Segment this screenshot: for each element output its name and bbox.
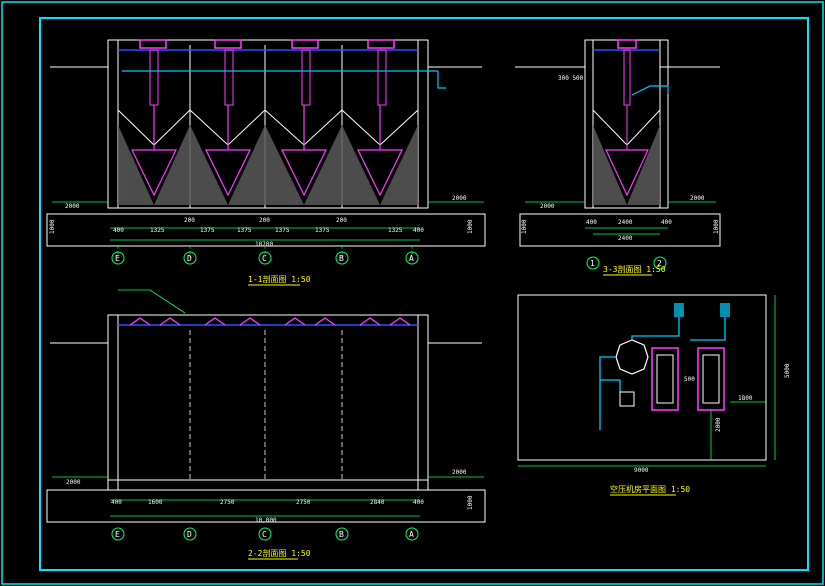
gravel-3b — [627, 125, 660, 205]
air-tank — [615, 339, 649, 375]
plan-compressor-room: 9000 5000 1800 2000 500 空压机房平面图 1:50 — [517, 294, 791, 496]
dim-1-height-left: 1000 — [49, 219, 56, 234]
base-slab-1 — [46, 213, 486, 247]
axis-1-0: E — [115, 254, 120, 263]
section-1-1: 400 1325 1375 1375 1375 1375 1325 400 20… — [46, 39, 486, 286]
dim-1-3: 1375 — [237, 227, 252, 234]
dim-1-2: 1375 — [200, 227, 215, 234]
plan-outline — [517, 294, 767, 461]
cones-1 — [131, 105, 403, 197]
dim-2-3: 2750 — [296, 499, 311, 506]
axis-2-4: A — [409, 530, 414, 539]
header-valves-2 — [129, 317, 411, 326]
dim-3-total: 2400 — [618, 235, 633, 242]
plan-dim-a: 1800 — [738, 395, 753, 402]
dim-3-2: 400 — [661, 219, 672, 226]
tank-wall-right-1 — [417, 39, 429, 209]
plan-height: 5000 — [784, 363, 791, 378]
dim-3-height-right: 1000 — [713, 219, 720, 234]
dim-1-side-right: 2000 — [452, 195, 467, 202]
compressor-1 — [651, 347, 679, 411]
plan-dim-c: 500 — [684, 376, 695, 383]
dim-3-0: 400 — [586, 219, 597, 226]
dim-2-side-left: 2000 — [66, 479, 81, 486]
axis-1-2: C — [262, 254, 267, 263]
compressor-2 — [697, 347, 725, 411]
inner-border — [39, 17, 809, 571]
dim-3-1: 2400 — [618, 219, 633, 226]
dim-1-0: 400 — [113, 227, 124, 234]
axis-1-3: B — [339, 254, 344, 263]
base-slab-3 — [519, 213, 721, 247]
section-3-title: 3-3剖面图 1:50 — [603, 264, 666, 274]
dim-2-total: 10,000 — [255, 517, 277, 524]
dim-3-side-left: 2000 — [540, 203, 555, 210]
gravel-fill-1 — [118, 125, 418, 205]
tank-wall-left-1 — [107, 39, 119, 209]
shafts-1 — [149, 49, 387, 106]
dim-1-4: 1375 — [275, 227, 290, 234]
air-pipes-1 — [122, 70, 446, 89]
dim-1-1: 1325 — [150, 227, 165, 234]
section-3-3: 400 2400 400 2400 2000 2000 1000 1000 30… — [515, 39, 721, 276]
axis-3-1: 2 — [657, 259, 662, 268]
tank-wall-left-2 — [107, 314, 119, 491]
axis-3-0: 1 — [590, 259, 595, 268]
axis-bubble-3-0 — [586, 256, 600, 270]
tank-wall-right-2 — [417, 314, 429, 491]
tank-wall-right-3 — [659, 39, 669, 209]
dim-1-extra-0: 200 — [184, 217, 195, 224]
dim-2-2: 2750 — [220, 499, 235, 506]
header-valves-1 — [139, 39, 395, 49]
plan-pipes — [599, 317, 726, 430]
section-2-2: 400 1600 2750 2750 2840 400 10,000 2000 … — [46, 289, 486, 560]
plan-width: 9000 — [634, 467, 649, 474]
dim-1-7: 400 — [413, 227, 424, 234]
shaft-3 — [623, 49, 631, 106]
dim-2-side-right: 2000 — [452, 469, 467, 476]
dim-2-height-right: 1000 — [467, 495, 474, 510]
filter-2 — [720, 303, 730, 317]
dryer-unit — [619, 391, 635, 407]
dim-1-height-right: 1000 — [467, 219, 474, 234]
section-2-title: 2-2剖面图 1:50 — [248, 548, 311, 558]
compressor-2-inner — [702, 354, 720, 404]
air-pipe-3 — [631, 85, 669, 96]
dim-1-extra-2: 200 — [336, 217, 347, 224]
axis-2-0: E — [115, 530, 120, 539]
compressor-1-inner — [656, 354, 674, 404]
header-valve-3 — [617, 39, 637, 49]
axis-bubbles-1 — [111, 251, 419, 265]
plan-title: 空压机房平面图 1:50 — [610, 484, 690, 494]
section-1-title: 1-1剖面图 1:50 — [248, 274, 311, 284]
dim-1-5: 1375 — [315, 227, 330, 234]
dim-1-6: 1325 — [388, 227, 403, 234]
axis-2-3: B — [339, 530, 344, 539]
axis-2-2: C — [262, 530, 267, 539]
dim-2-5: 400 — [413, 499, 424, 506]
axis-bubble-3-1 — [653, 256, 667, 270]
dim-1-extra-1: 200 — [259, 217, 270, 224]
dim-1-total: 10700 — [255, 241, 273, 248]
dim-3-top: 300 500 — [558, 75, 584, 82]
base-slab-2 — [46, 489, 486, 523]
leader-2 — [118, 289, 186, 314]
partitions-2 — [189, 330, 343, 480]
dim-1-side-left: 2000 — [65, 203, 80, 210]
plan-dim-b: 2000 — [715, 417, 722, 432]
axis-1-4: A — [409, 254, 414, 263]
axis-bubbles-2 — [111, 527, 419, 541]
tank-wall-left-3 — [584, 39, 594, 209]
dim-3-height-left: 1000 — [521, 219, 528, 234]
dim-2-0: 400 — [111, 499, 122, 506]
dim-2-1: 1600 — [148, 499, 163, 506]
dim-2-4: 2840 — [370, 499, 385, 506]
dim-3-side-right: 2000 — [690, 195, 705, 202]
axis-1-1: D — [187, 254, 192, 263]
gravel-3a — [593, 125, 627, 205]
axis-2-1: D — [187, 530, 192, 539]
filter-1 — [674, 303, 684, 317]
